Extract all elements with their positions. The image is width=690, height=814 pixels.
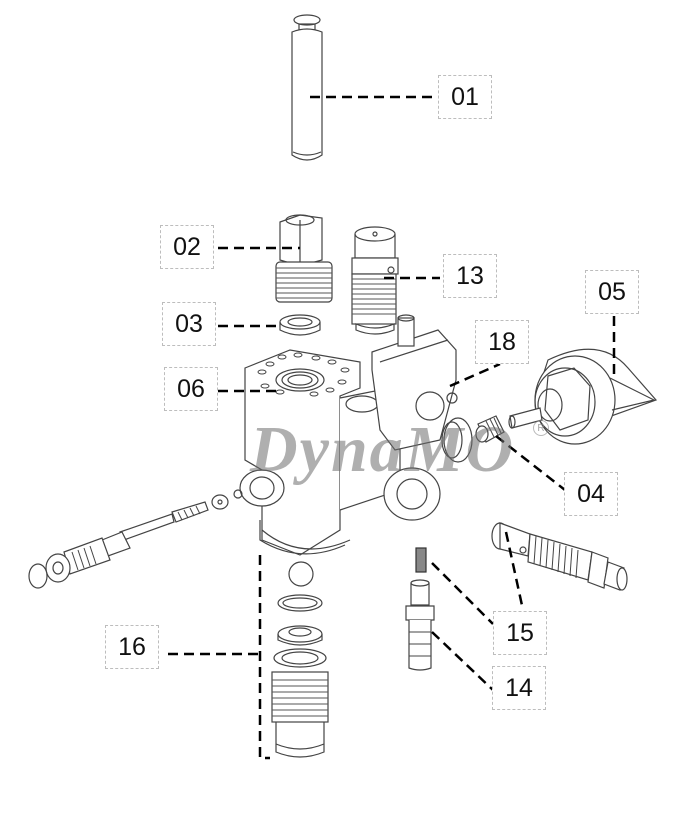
callout-06[interactable]: 06 bbox=[164, 367, 218, 411]
part-16-inlet-valve bbox=[271, 561, 329, 758]
callout-15[interactable]: 15 bbox=[493, 611, 547, 655]
callout-03[interactable]: 03 bbox=[162, 302, 216, 346]
part-06-manifold-body bbox=[239, 314, 473, 556]
callout-01[interactable]: 01 bbox=[438, 75, 492, 119]
registered-mark: R bbox=[533, 420, 549, 436]
leader-15b bbox=[504, 531, 525, 611]
callout-18[interactable]: 18 bbox=[475, 320, 529, 364]
leader-16 bbox=[258, 555, 270, 760]
callout-14[interactable]: 14 bbox=[492, 666, 546, 710]
part-02-packing-nut bbox=[275, 214, 333, 303]
part-03-seal-ring bbox=[279, 314, 321, 336]
callout-04[interactable]: 04 bbox=[564, 472, 618, 516]
leader-04 bbox=[495, 435, 566, 491]
callout-13[interactable]: 13 bbox=[443, 254, 497, 298]
callout-05[interactable]: 05 bbox=[585, 270, 639, 314]
part-13-valve bbox=[351, 226, 399, 335]
part-14-hose-barb bbox=[405, 579, 435, 671]
callout-16[interactable]: 16 bbox=[105, 625, 159, 669]
leader-18 bbox=[449, 362, 501, 388]
callout-02[interactable]: 02 bbox=[160, 225, 214, 269]
part-relief-valve-assembly bbox=[28, 489, 243, 589]
leader-14 bbox=[431, 631, 494, 691]
part-01-piston-rod bbox=[291, 14, 323, 161]
leader-15a bbox=[431, 562, 494, 625]
part-04-fitting bbox=[475, 415, 505, 443]
part-15-set-screw bbox=[415, 547, 427, 573]
part-05-pressure-control bbox=[508, 348, 658, 445]
part-15-outlet-fitting bbox=[491, 522, 628, 591]
